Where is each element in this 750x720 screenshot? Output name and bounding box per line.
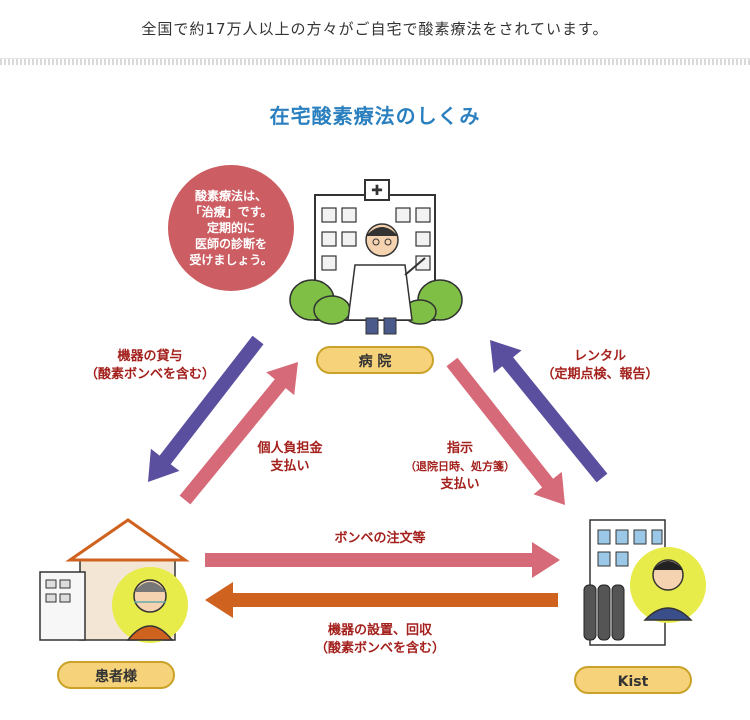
label-line: 機器の設置、回収 xyxy=(327,623,432,638)
advice-bubble: 酸素療法は、 「治療」です。 定期的に 医師の診断を 受けましょう。 xyxy=(168,165,294,291)
label-line: 機器の貸与 xyxy=(117,349,183,364)
arrow-rental-to-patient xyxy=(148,335,264,482)
doctor-figure xyxy=(347,223,426,335)
arrow-kist-to-hospital xyxy=(490,340,608,483)
label-line: 指示 xyxy=(446,441,473,456)
label-line: （酸素ボンベを含む） xyxy=(314,641,445,656)
label-line: レンタル xyxy=(573,349,626,364)
arrow-patient-to-kist xyxy=(205,542,560,578)
advice-bubble-text: 酸素療法は、 「治療」です。 定期的に 医師の診断を 受けましょう。 xyxy=(189,189,273,267)
label-hospital-to-kist: 指示 （退院日時、処方箋） 支払い xyxy=(400,440,520,494)
hospital-illustration: ✚ xyxy=(289,179,463,335)
oxygen-cylinders xyxy=(583,584,625,641)
label-kist-to-patient: 機器の設置、回収 （酸素ボンベを含む） xyxy=(280,622,480,658)
label-patient-payment: 個人負担金 支払い xyxy=(240,440,340,476)
label-line: 支払い xyxy=(440,477,480,492)
label-kist-to-hospital: レンタル （定期点検、報告） xyxy=(520,348,680,384)
label-line: （定期点検、報告） xyxy=(541,367,659,382)
hospital-badge: 病 院 xyxy=(316,346,434,374)
label-line: 個人負担金 xyxy=(257,441,323,456)
arrow-patient-payment xyxy=(179,362,298,505)
label-line: （退院日時、処方箋） xyxy=(405,460,515,473)
patient-badge: 患者様 xyxy=(57,661,175,689)
hospital-cross-icon: ✚ xyxy=(371,183,383,199)
header: 全国で約17万人以上の方々がご自宅で酸素療法をされています。 xyxy=(0,0,750,58)
arrow-kist-to-patient xyxy=(205,582,558,618)
patient-illustration xyxy=(39,518,190,643)
flow-arrows xyxy=(148,335,608,618)
label-line: 支払い xyxy=(270,459,310,474)
label-patient-to-kist: ボンベの注文等 xyxy=(290,530,470,548)
label-rental-to-patient: 機器の貸与 （酸素ボンベを含む） xyxy=(70,348,230,384)
kist-badge: Kist xyxy=(574,666,692,694)
label-line: ボンベの注文等 xyxy=(334,531,426,546)
kist-illustration xyxy=(583,519,706,646)
arrow-hospital-to-kist xyxy=(446,357,565,505)
header-text: 全国で約17万人以上の方々がご自宅で酸素療法をされています。 xyxy=(141,20,609,38)
header-divider xyxy=(0,58,750,65)
label-line: （酸素ボンベを含む） xyxy=(84,367,215,382)
diagram-title: 在宅酸素療法のしくみ xyxy=(269,104,481,128)
